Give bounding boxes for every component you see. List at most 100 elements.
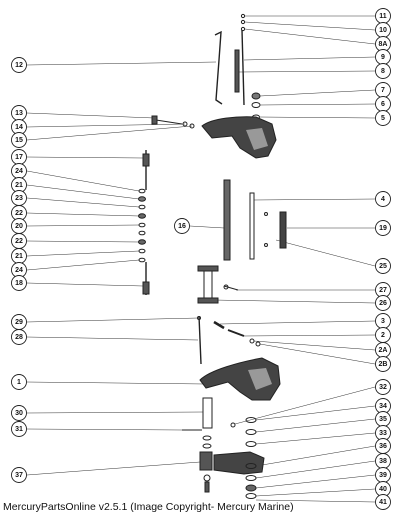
callout-label: 7 — [381, 87, 385, 94]
leader-line — [26, 336, 199, 341]
leader-line — [219, 320, 376, 325]
callout-circle — [174, 218, 190, 234]
callout-circle — [11, 421, 27, 437]
leader-line — [243, 56, 376, 61]
callout-label: 19 — [379, 225, 387, 232]
callouts: 11108A98765419252726322A2B32343533363839… — [11, 8, 391, 510]
callout-label: 28 — [15, 334, 23, 341]
callout-18: 18 — [11, 275, 27, 291]
parts-artwork — [26, 13, 376, 503]
callout-label: 2B — [379, 361, 388, 368]
callout-37: 37 — [11, 467, 27, 483]
washer — [138, 239, 146, 245]
callout-label: 10 — [379, 27, 387, 34]
callout-circle — [375, 220, 391, 236]
callout-6: 6 — [375, 96, 391, 112]
callout-circle — [11, 57, 27, 73]
callout-41: 41 — [375, 494, 391, 510]
callout-circle — [11, 405, 27, 421]
leader-line — [26, 197, 140, 208]
callout-label: 4 — [381, 196, 385, 203]
nut — [251, 102, 261, 108]
callout-19: 19 — [375, 220, 391, 236]
leader-line — [255, 405, 376, 421]
leader-line — [255, 488, 376, 497]
callout-circle — [11, 275, 27, 291]
callout-38: 38 — [375, 453, 391, 469]
leader-line — [26, 184, 140, 200]
leader-line — [26, 259, 140, 271]
callout-circle — [11, 467, 27, 483]
leader-line — [234, 386, 376, 425]
tube — [202, 397, 213, 429]
callout-label: 31 — [15, 426, 23, 433]
leader-line — [26, 112, 155, 119]
callout-35: 35 — [375, 411, 391, 427]
exploded-parts-diagram: 11108A98765419252726322A2B32343533363839… — [11, 8, 391, 510]
callout-label: 29 — [15, 319, 23, 326]
leader-line — [243, 334, 376, 337]
callout-circle — [375, 63, 391, 79]
nut — [251, 92, 261, 100]
callout-label: 23 — [15, 195, 23, 202]
leader-line — [255, 432, 376, 445]
leader-line — [26, 224, 140, 227]
callout-label: 8A — [379, 41, 388, 48]
callout-label: 1 — [17, 379, 21, 386]
leader-line — [213, 299, 376, 304]
callout-32: 32 — [375, 379, 391, 395]
callout-circle — [375, 494, 391, 510]
washer — [138, 204, 146, 210]
callout-1: 1 — [11, 374, 27, 390]
callout-label: 25 — [379, 263, 387, 270]
leader-line — [26, 317, 199, 323]
leader-lines — [26, 15, 376, 503]
callout-label: 2 — [381, 332, 385, 339]
callout-circle — [375, 295, 391, 311]
washer — [138, 222, 146, 228]
leader-line — [244, 21, 376, 31]
callout-label: 34 — [379, 403, 387, 410]
callout-label: 6 — [381, 101, 385, 108]
callout-16: 16 — [174, 218, 190, 234]
callout-label: 22 — [15, 238, 23, 245]
washer — [138, 230, 146, 236]
tube — [223, 179, 231, 261]
leader-line — [26, 61, 217, 66]
callout-10: 10 — [375, 22, 391, 38]
callout-5: 5 — [375, 110, 391, 126]
leader-line — [244, 28, 376, 45]
lower-clamp — [213, 451, 265, 475]
callout-label: 24 — [15, 168, 23, 175]
callout-label: 37 — [15, 472, 23, 479]
callout-2b: 2B — [375, 356, 391, 372]
leader-line — [26, 125, 193, 141]
callout-label: 40 — [379, 486, 387, 493]
washer — [182, 121, 188, 127]
spool — [203, 267, 213, 303]
washer — [138, 213, 146, 219]
callout-21: 21 — [11, 248, 27, 264]
callout-label: 22 — [15, 210, 23, 217]
callout-label: 15 — [15, 137, 23, 144]
callout-label: 9 — [381, 54, 385, 61]
callout-9: 9 — [375, 49, 391, 65]
callout-label: 18 — [15, 280, 23, 287]
callout-2: 2 — [375, 327, 391, 343]
callout-circle — [11, 132, 27, 148]
washer-small — [240, 19, 246, 25]
callout-label: 24 — [15, 267, 23, 274]
callout-29: 29 — [11, 314, 27, 330]
leader-line — [26, 240, 140, 243]
washer — [189, 123, 195, 129]
callout-circle — [375, 379, 391, 395]
leader-line — [259, 343, 376, 365]
washer — [138, 188, 146, 194]
leader-line — [253, 340, 376, 351]
callout-circle — [375, 258, 391, 274]
leader-line — [26, 170, 140, 192]
bent-rod — [214, 30, 223, 105]
leader-line — [275, 239, 376, 267]
callout-13: 13 — [11, 105, 27, 121]
long-rod — [241, 29, 245, 106]
